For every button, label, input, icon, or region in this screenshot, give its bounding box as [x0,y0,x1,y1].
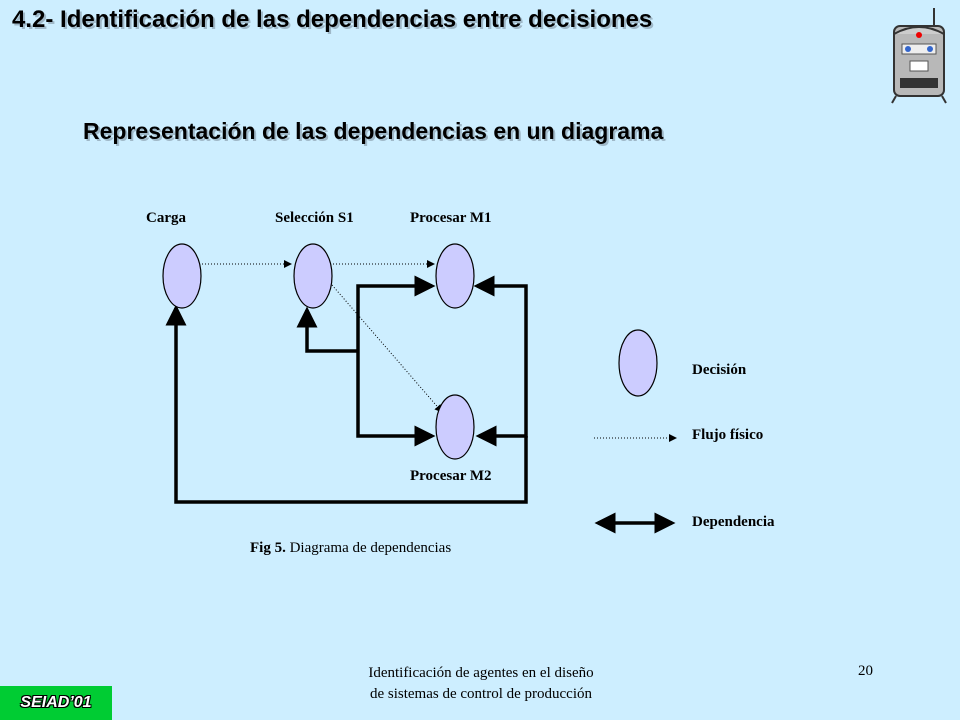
node-carga [162,243,202,309]
dependency-m1-m2-to-seleccion [356,275,436,447]
robot-icon [891,8,947,104]
slide-subtitle: Representación de las dependencias en un… [83,118,664,144]
node-label-carga: Carga [146,210,186,226]
figure-caption-text: Diagrama de dependencias [286,540,451,556]
slide-title: 4.2- Identificación de las dependencias … [12,6,653,33]
dependency-to-carga [165,304,528,504]
node-procesar-m1 [435,243,475,309]
page-number: 20 [858,663,873,679]
figure-caption-number: Fig 5. [250,540,286,556]
footer-line-1: Identificación de agentes en el diseño [368,665,594,681]
dependency-branch-to-seleccion [296,306,358,353]
footer-line-2: de sistemas de control de producción [369,686,593,702]
footer-text: Identificación de agentes en el diseño d… [300,663,662,705]
node-label-procesar-m1: Procesar M1 [410,210,492,226]
node-label-seleccion-s1: Selección S1 [275,210,354,226]
node-seleccion-s1 [293,243,333,309]
flow-seleccion-to-m2 [331,284,443,413]
legend-dependency-label: Dependencia [692,514,775,530]
dependency-m1-m2 [473,275,528,447]
node-procesar-m2 [435,394,475,460]
node-label-procesar-m2: Procesar M2 [410,468,492,484]
legend-decision-symbol [618,329,658,397]
legend-flow-label: Flujo físico [692,427,763,443]
figure-caption: Fig 5. Diagrama de dependencias [250,540,451,556]
seiad-badge: SEIAD’01 [0,686,112,720]
legend-decision-label: Decisión [692,362,747,378]
